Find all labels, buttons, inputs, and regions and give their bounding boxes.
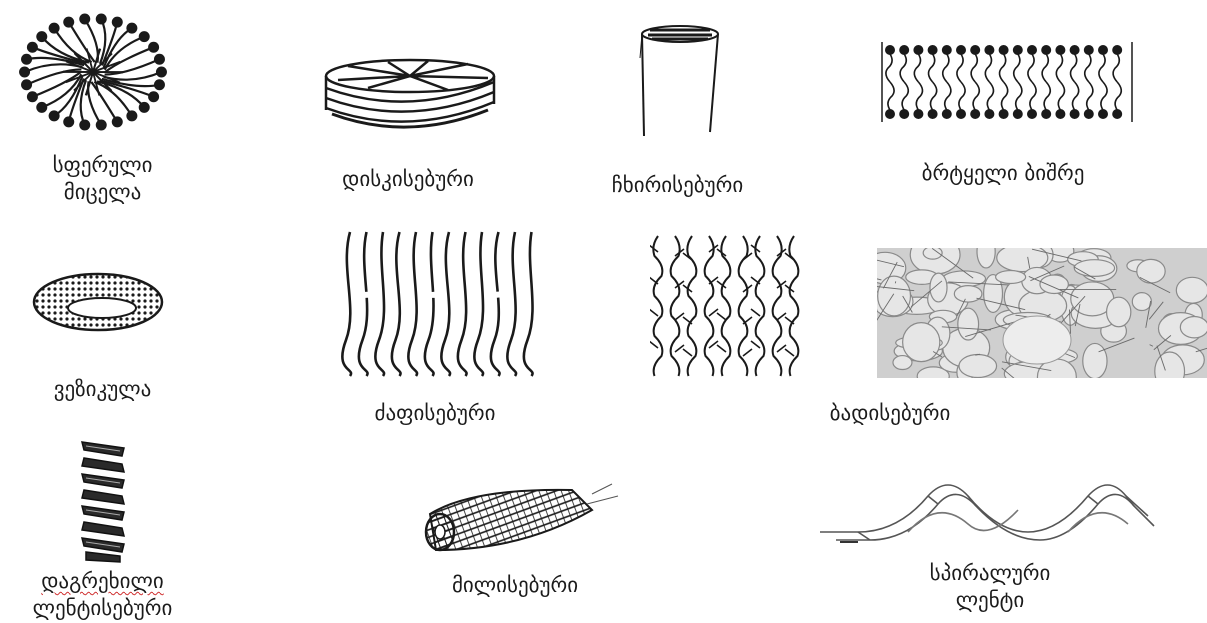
label-bilayer: ბრტყელი ბიშრე	[893, 160, 1113, 187]
fiber-network-icon	[877, 248, 1207, 378]
bilayer-icon	[880, 40, 1135, 125]
label-tube: მილისებური	[425, 572, 605, 599]
label-disc: დისკისებური	[313, 166, 503, 193]
cylinder-rod-icon	[630, 18, 730, 144]
label-fiber: ძაფისებური	[345, 400, 525, 427]
branched-fiber-icon	[650, 232, 810, 378]
fiber-strands-icon	[340, 228, 550, 378]
tube-icon	[412, 480, 622, 562]
spherical-micelle-icon	[12, 8, 174, 136]
label-helical-ribbon: სპირალური ლენტი	[905, 560, 1075, 614]
label-twisted-ribbon: დაგრეხილი ლენტისებური	[0, 568, 205, 622]
label-vesicle: ვეზიკულა	[20, 376, 185, 403]
twisted-ribbon-icon	[78, 438, 128, 564]
label-cylinder: ჩხირისებური	[585, 172, 770, 199]
label-spherical-micelle: სფერული მიცელა	[40, 152, 165, 206]
label-network: ბადისებური	[795, 400, 985, 427]
helical-ribbon-icon	[818, 480, 1158, 548]
vesicle-icon	[28, 268, 168, 336]
disc-stack-icon	[318, 52, 500, 132]
